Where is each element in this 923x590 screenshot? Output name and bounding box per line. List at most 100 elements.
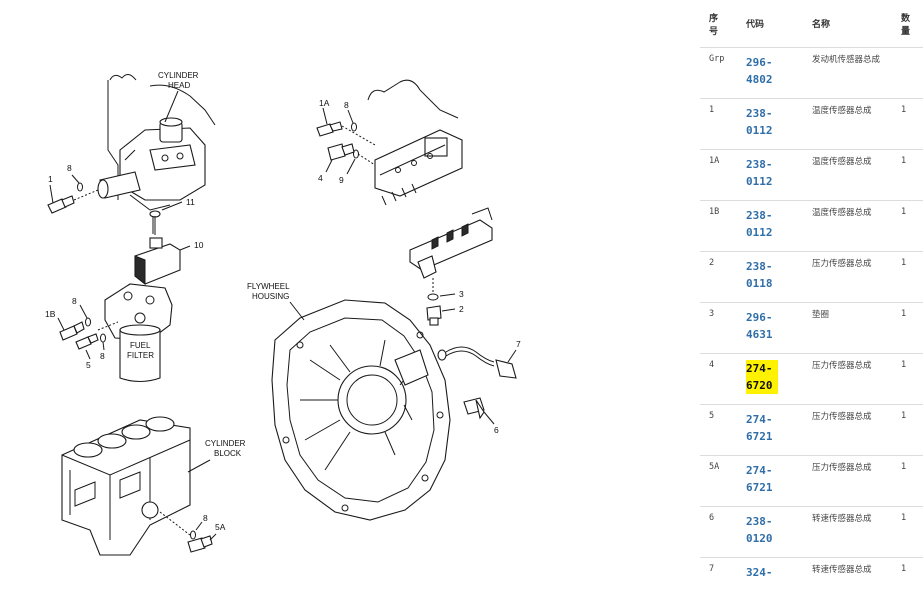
callout-5a: 5A xyxy=(215,522,226,532)
cell-name: 转速传感器总成 xyxy=(803,557,892,590)
part-code-link[interactable]: 296-4802 xyxy=(746,56,773,86)
cell-code: 238-0112 xyxy=(737,200,803,252)
cell-code: 238-0112 xyxy=(737,98,803,150)
flywheel-housing-illustration xyxy=(271,299,451,521)
part-code-link[interactable]: 238-0120 xyxy=(746,515,773,545)
cell-name: 转速传感器总成 xyxy=(803,506,892,558)
header-seq-line2: 号 xyxy=(709,26,719,37)
label-fuel-filter-line2: FILTER xyxy=(127,351,154,360)
header-name: 名称 xyxy=(803,0,892,48)
sensor-1a-illustration xyxy=(316,121,343,137)
part-code-link[interactable]: 238-0118 xyxy=(746,260,773,290)
bolt-11-illustration xyxy=(149,210,161,235)
cell-code: 238-0112 xyxy=(737,149,803,201)
label-cylinder-head-line2: HEAD xyxy=(168,81,190,90)
module-10-illustration xyxy=(134,237,181,286)
callout-8d: 8 xyxy=(100,351,105,361)
part-code-link[interactable]: 238-0112 xyxy=(746,209,773,239)
parts-diagram: CYLINDER HEAD 1 8 11 10 FUEL FILTER xyxy=(45,71,521,556)
cell-name: 压力传感器总成 xyxy=(803,251,892,303)
callout-4: 4 xyxy=(318,173,323,183)
part-code-link[interactable]: 296-4631 xyxy=(746,311,773,341)
cell-seq: Grp xyxy=(700,47,737,99)
cell-code: 238-0118 xyxy=(737,251,803,303)
callout-1b: 1B xyxy=(45,309,56,319)
label-fuel-filter-line1: FUEL xyxy=(130,341,151,350)
cell-name: 压力传感器总成 xyxy=(803,353,892,405)
cell-code: 238-0120 xyxy=(737,506,803,558)
cell-seq: 5 xyxy=(700,404,737,456)
label-flywheel-housing-line1: FLYWHEEL xyxy=(247,282,290,291)
cell-name: 压力传感器总成 xyxy=(803,455,892,507)
cell-name: 温度传感器总成 xyxy=(803,98,892,150)
label-cylinder-block-line2: BLOCK xyxy=(214,449,242,458)
exploded-view-drawing: CYLINDER HEAD 1 8 11 10 FUEL FILTER xyxy=(45,71,521,556)
sensor-2-illustration xyxy=(426,305,442,326)
part-code-link[interactable]: 238-0112 xyxy=(746,107,773,137)
cell-code: 274-6720 xyxy=(737,353,803,405)
cell-qty: 1 xyxy=(892,200,923,252)
sensor-1b-illustration xyxy=(59,321,85,341)
cell-qty: 1 xyxy=(892,98,923,150)
cell-seq: 7 xyxy=(700,557,737,590)
callout-11: 11 xyxy=(186,197,195,207)
cell-seq: 1 xyxy=(700,98,737,150)
o-ring-9 xyxy=(353,149,359,159)
cell-qty: 1 xyxy=(892,557,923,590)
cell-seq: 1B xyxy=(700,200,737,252)
callout-8b: 8 xyxy=(344,100,349,110)
part-code-link[interactable]: 324- xyxy=(746,566,773,579)
cell-name: 压力传感器总成 xyxy=(803,404,892,456)
callout-9: 9 xyxy=(339,175,344,185)
header-qty: 数量 xyxy=(892,0,923,48)
part-code-link[interactable]: 274-6721 xyxy=(746,413,773,443)
callout-2: 2 xyxy=(459,304,464,314)
fuel-filter-illustration xyxy=(104,283,173,383)
part-code-link[interactable]: 274-6720 xyxy=(746,360,778,394)
header-qty-line1: 数 xyxy=(901,13,911,24)
label-cylinder-head-line1: CYLINDER xyxy=(158,71,199,80)
part-code-link[interactable]: 238-0112 xyxy=(746,158,773,188)
header-seq: 序号 xyxy=(700,0,737,48)
callout-8a: 8 xyxy=(67,163,72,173)
cell-qty: 1 xyxy=(892,353,923,405)
o-ring-8-rail xyxy=(351,122,357,132)
cell-seq: 4 xyxy=(700,353,737,405)
callout-7: 7 xyxy=(516,339,521,349)
header-code: 代码 xyxy=(737,0,803,48)
callout-3: 3 xyxy=(459,289,464,299)
cell-qty: 1 xyxy=(892,149,923,201)
table-row: Grp 296-4802 发动机传感器总成 xyxy=(700,47,923,99)
o-ring-8-block xyxy=(190,530,196,540)
callout-5: 5 xyxy=(86,360,91,370)
cylinder-block-illustration xyxy=(61,416,191,556)
part-code-link[interactable]: 274-6721 xyxy=(746,464,773,494)
cell-code: 274-6721 xyxy=(737,455,803,507)
cylinder-head-illustration xyxy=(97,74,216,211)
cell-qty: 1 xyxy=(892,302,923,354)
cell-qty: 1 xyxy=(892,251,923,303)
sensor-1-illustration xyxy=(47,184,75,214)
cell-seq: 6 xyxy=(700,506,737,558)
cell-seq: 1A xyxy=(700,149,737,201)
cell-qty: 1 xyxy=(892,506,923,558)
sensor-4-illustration xyxy=(327,143,355,161)
cell-qty xyxy=(892,47,923,99)
cell-name: 发动机传感器总成 xyxy=(803,47,892,99)
o-ring-8-head xyxy=(77,182,83,192)
cell-qty: 1 xyxy=(892,404,923,456)
sensor-5a-illustration xyxy=(187,535,213,553)
fuel-rail-illustration xyxy=(367,79,493,279)
cell-code: 274-6721 xyxy=(737,404,803,456)
